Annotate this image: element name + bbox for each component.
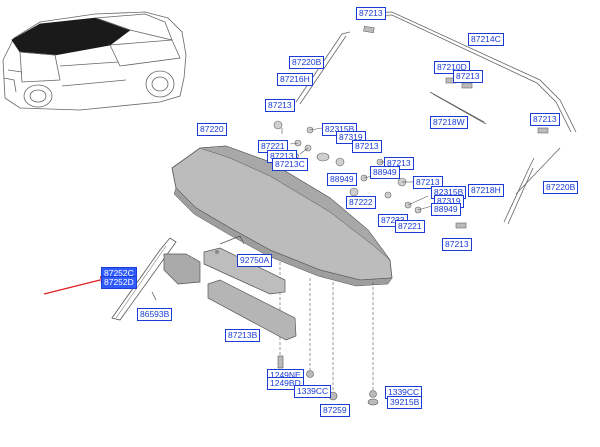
- part-label[interactable]: 1339CC: [294, 385, 332, 398]
- part-label[interactable]: 88949: [370, 166, 400, 179]
- part-label[interactable]: 39215B: [387, 396, 423, 409]
- part-label[interactable]: 87213: [530, 113, 560, 126]
- part-label[interactable]: 87220B: [543, 181, 579, 194]
- part-label[interactable]: 87218H: [468, 184, 504, 197]
- part-label[interactable]: 88949: [431, 203, 461, 216]
- rear-spoiler: [171, 145, 393, 287]
- part-label[interactable]: 87213B: [225, 329, 261, 342]
- vehicle-thumbnail: [2, 11, 187, 111]
- part-label[interactable]: 86593B: [137, 308, 173, 321]
- part-label[interactable]: 87213: [453, 70, 483, 83]
- part-label[interactable]: 87213: [352, 140, 382, 153]
- part-label[interactable]: 87213: [356, 7, 386, 20]
- part-label[interactable]: 87213: [265, 99, 295, 112]
- part-label[interactable]: 87213C: [272, 158, 308, 171]
- part-label-highlighted[interactable]: 87252D: [101, 276, 137, 289]
- bottom-fasteners: [277, 355, 379, 406]
- part-label[interactable]: 88949: [327, 173, 357, 186]
- part-label[interactable]: 87259: [320, 404, 350, 417]
- side-molding: [111, 237, 201, 321]
- part-label[interactable]: 87218W: [430, 116, 468, 129]
- part-label[interactable]: 87220: [197, 123, 227, 136]
- part-label[interactable]: 92750A: [237, 254, 273, 267]
- brake-lamp-assembly: [203, 235, 297, 341]
- part-label[interactable]: 87220B: [289, 56, 325, 69]
- part-label[interactable]: 87216H: [277, 73, 313, 86]
- part-label[interactable]: 87214C: [468, 33, 504, 46]
- part-label[interactable]: 87213: [413, 176, 443, 189]
- part-label[interactable]: 87213: [442, 238, 472, 251]
- part-label[interactable]: 87222: [346, 196, 376, 209]
- part-label[interactable]: 87221: [395, 220, 425, 233]
